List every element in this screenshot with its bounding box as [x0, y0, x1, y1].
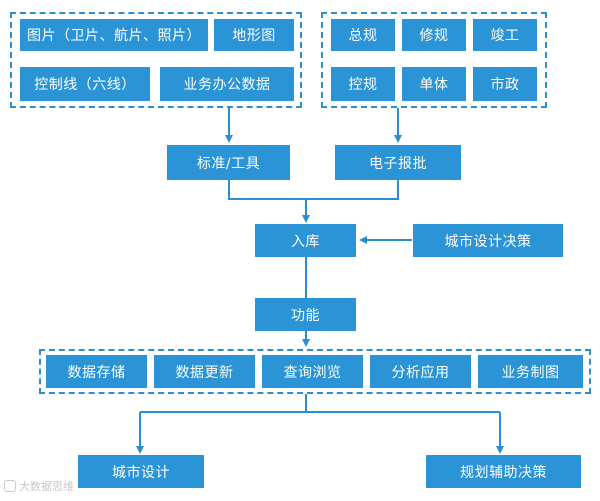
warehousing-box: 入库 [255, 224, 356, 257]
master-plan-box: 总规 [331, 19, 395, 51]
planning-support-box: 规划辅助决策 [426, 455, 581, 488]
city-design-decision-box: 城市设计决策 [413, 224, 563, 257]
function-items-group [39, 349, 591, 394]
office-data-box: 业务办公数据 [160, 67, 294, 101]
regulatory-plan-box: 控规 [331, 67, 395, 101]
e-approval-box: 电子报批 [335, 145, 461, 180]
detailed-plan-box: 修规 [402, 19, 466, 51]
data-update-box: 数据更新 [154, 355, 255, 388]
left-data-source-group [10, 12, 302, 108]
municipal-box: 市政 [473, 67, 537, 101]
merge-line [228, 180, 399, 200]
business-mapping-box: 业务制图 [478, 355, 583, 388]
query-browse-box: 查询浏览 [262, 355, 363, 388]
building-box: 单体 [402, 67, 466, 101]
watermark-logo-icon [4, 480, 16, 492]
watermark: 大数据思维 [4, 478, 74, 494]
analysis-application-box: 分析应用 [370, 355, 471, 388]
imagery-box: 图片（卫片、航片、照片） [20, 19, 208, 51]
completion-box: 竣工 [473, 19, 537, 51]
topographic-map-box: 地形图 [214, 19, 294, 51]
functions-box: 功能 [255, 298, 356, 331]
right-plan-type-group [321, 12, 547, 108]
watermark-text: 大数据思维 [19, 480, 74, 493]
standard-tools-box: 标准/工具 [167, 145, 290, 180]
data-storage-box: 数据存储 [46, 355, 147, 388]
control-lines-box: 控制线（六线） [20, 67, 150, 101]
urban-design-box: 城市设计 [78, 455, 204, 488]
